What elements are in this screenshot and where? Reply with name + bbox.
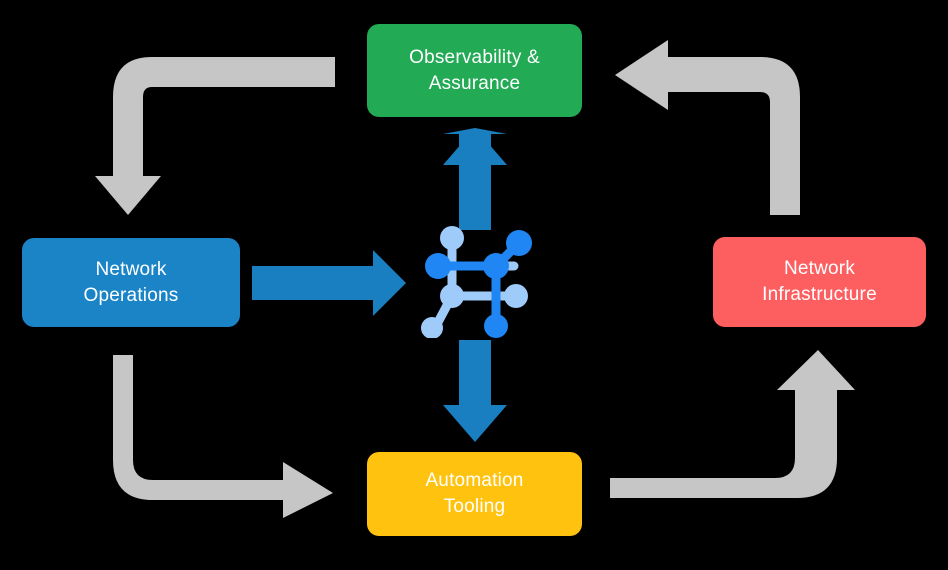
node-automation-label: Automation Tooling: [425, 470, 524, 517]
network-topology-icon: [421, 226, 532, 338]
blue-arrow-center-to-automation: [443, 340, 507, 442]
node-network-infrastructure[interactable]: Network Infrastructure: [713, 237, 926, 327]
node-observability-label: Observability & Assurance: [409, 46, 540, 94]
gray-arrow-automation-to-infrastructure: [610, 350, 855, 498]
blue-arrow-operations-to-center: [252, 250, 406, 316]
gray-arrow-infrastructure-to-observability: [615, 40, 800, 215]
blue-arrow-center-to-observability: [443, 128, 507, 230]
gray-arrow-operations-to-automation: [113, 355, 333, 518]
node-operations-label: Network Operations: [83, 258, 179, 306]
node-observability-assurance[interactable]: Observability & Assurance: [367, 24, 582, 117]
node-automation-tooling[interactable]: Automation Tooling: [367, 452, 582, 536]
node-network-operations[interactable]: Network Operations: [22, 238, 240, 327]
node-infrastructure-label: Network Infrastructure: [762, 258, 877, 305]
gray-arrow-observability-to-operations: [95, 57, 335, 215]
